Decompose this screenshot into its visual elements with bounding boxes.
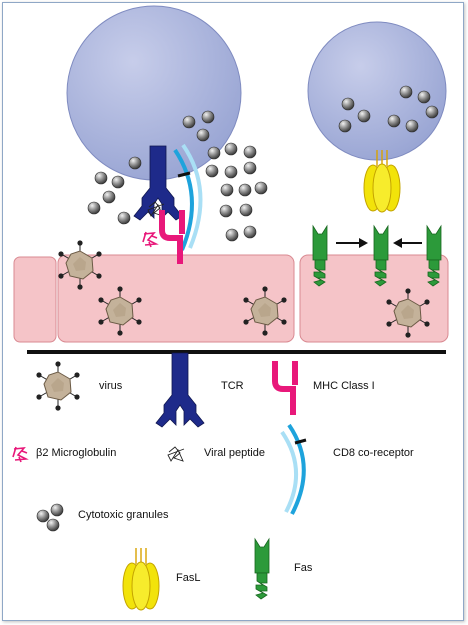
cd8-coreceptor-icon (173, 143, 203, 251)
legend-tcr-icon (155, 352, 205, 428)
legend-fasl-icon (122, 547, 160, 611)
legend-granules-label: Cytotoxic granules (78, 509, 169, 521)
b2-microglobulin-icon (142, 231, 158, 248)
legend-virus-icon (35, 360, 81, 412)
legend-fas-label: Fas (294, 562, 313, 574)
legend-cd8-label: CD8 co-receptor (333, 447, 414, 459)
fas-icon (312, 225, 328, 287)
legend-tcr-label: TCR (221, 380, 244, 392)
legend-b2m-label: β2 Microglobulin (36, 447, 117, 459)
legend-granules-icon (36, 503, 64, 532)
legend-b2m-icon (12, 446, 28, 463)
legend-mhc-label: MHC Class I (313, 380, 375, 392)
legend-fasl-label: FasL (176, 572, 201, 584)
legend-fas-icon (254, 538, 270, 600)
fas-icon (373, 225, 389, 287)
figure-frame (2, 2, 464, 621)
legend-viral-peptide-icon (167, 446, 185, 462)
arrow-left-icon (393, 238, 422, 248)
legend-viral-peptide-label: Viral peptide (204, 447, 265, 459)
arrow-right-icon (336, 238, 368, 248)
legend-cd8-icon (280, 423, 307, 515)
fas-icon (426, 225, 442, 287)
legend-mhc-icon (275, 361, 295, 415)
legend-virus-label: virus (99, 380, 123, 392)
